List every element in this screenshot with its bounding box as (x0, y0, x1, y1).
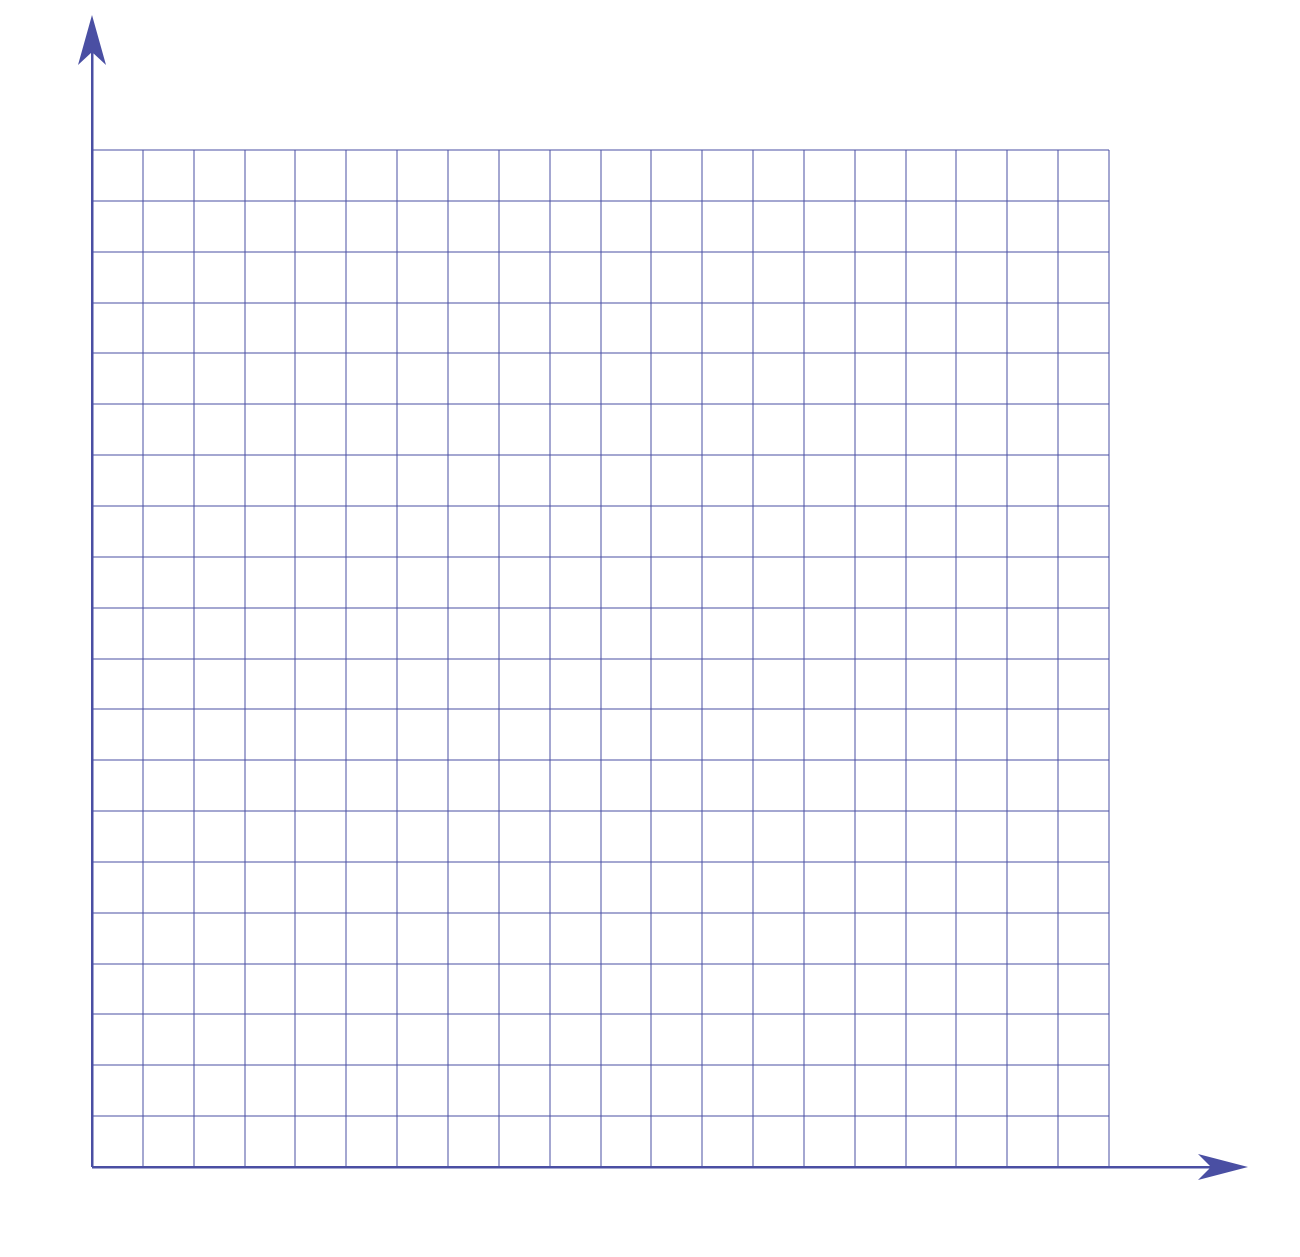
x-axis-arrow-icon (1198, 1154, 1248, 1180)
axes (78, 15, 1248, 1180)
y-axis-arrow-icon (78, 15, 106, 65)
grid (92, 149, 1110, 1167)
